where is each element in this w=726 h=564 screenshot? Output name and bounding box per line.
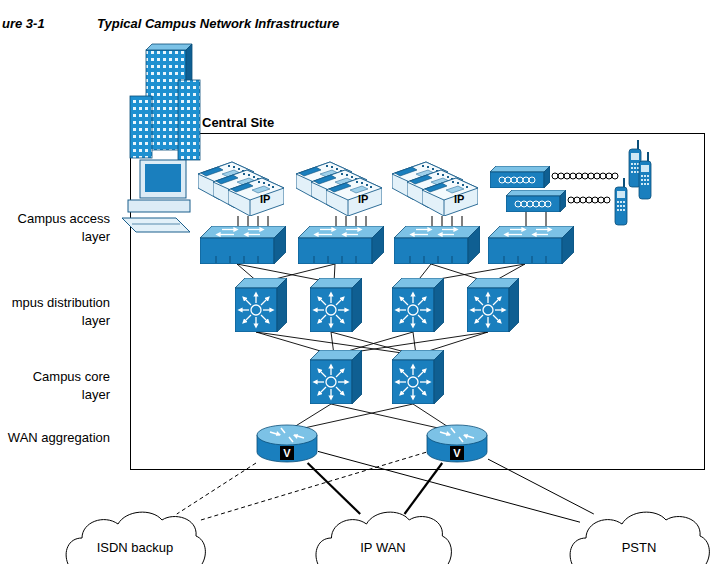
distribution-core-links bbox=[256, 332, 488, 355]
wireless-phone bbox=[639, 152, 651, 199]
access-switch bbox=[200, 226, 286, 264]
network-cloud: ISDN backup bbox=[62, 508, 208, 564]
backup-link bbox=[200, 452, 426, 520]
ip-phone bbox=[228, 178, 284, 216]
radio-link bbox=[552, 173, 618, 203]
voice-router: V bbox=[256, 423, 318, 463]
cloud-outline bbox=[312, 508, 454, 564]
layer-label: Campus core layer bbox=[10, 368, 110, 404]
access-switch bbox=[298, 226, 384, 264]
cloud-outline bbox=[566, 508, 712, 564]
ip-phones bbox=[198, 162, 478, 216]
wireless-phone bbox=[615, 178, 627, 225]
layer-label: WAN aggregation bbox=[4, 429, 110, 447]
router-badge: V bbox=[450, 446, 464, 460]
building-icon bbox=[130, 44, 200, 160]
phone-badge: IP bbox=[358, 193, 368, 206]
pc-icon bbox=[122, 160, 190, 232]
access-switches bbox=[200, 226, 574, 264]
voice-router: V bbox=[426, 423, 488, 463]
network-cloud: PSTN bbox=[566, 508, 712, 564]
layer-label: Campus access layer bbox=[10, 210, 110, 246]
network-cloud: IP WAN bbox=[312, 508, 454, 564]
layer-label: mpus distribution layer bbox=[4, 294, 110, 330]
cloud-label: ISDN backup bbox=[62, 540, 208, 556]
distribution-switches bbox=[235, 278, 519, 332]
cloud-outline bbox=[62, 508, 208, 564]
core-switches bbox=[310, 350, 444, 404]
wan-link bbox=[488, 459, 594, 514]
site-boundary: Central SiteVV bbox=[130, 133, 705, 470]
core-switch bbox=[392, 350, 444, 404]
router-badge: V bbox=[280, 446, 294, 460]
ip-phone bbox=[326, 178, 382, 216]
distribution-switch bbox=[310, 278, 362, 332]
core-wan-links bbox=[286, 404, 456, 432]
distribution-switch bbox=[235, 278, 287, 332]
core-switch bbox=[310, 350, 362, 404]
phone-badge: IP bbox=[260, 193, 270, 206]
backup-link bbox=[177, 463, 256, 514]
device-links bbox=[238, 212, 546, 227]
access-point bbox=[490, 166, 550, 188]
access-point bbox=[506, 190, 566, 212]
cloud-label: PSTN bbox=[566, 540, 712, 556]
site-heading: Central Site bbox=[202, 115, 274, 131]
access-switch bbox=[488, 226, 574, 264]
cloud-label: IP WAN bbox=[312, 540, 454, 556]
figure-title: Typical Campus Network Infrastructure bbox=[97, 16, 339, 31]
ip-phone bbox=[422, 178, 478, 216]
distribution-switch bbox=[467, 278, 519, 332]
wan-link bbox=[308, 463, 361, 514]
wireless-access bbox=[490, 140, 651, 225]
phone-badge: IP bbox=[454, 193, 464, 206]
distribution-switch bbox=[392, 278, 444, 332]
access-switch bbox=[394, 226, 480, 264]
figure-number: ure 3-1 bbox=[2, 16, 45, 31]
wan-link bbox=[405, 463, 443, 514]
